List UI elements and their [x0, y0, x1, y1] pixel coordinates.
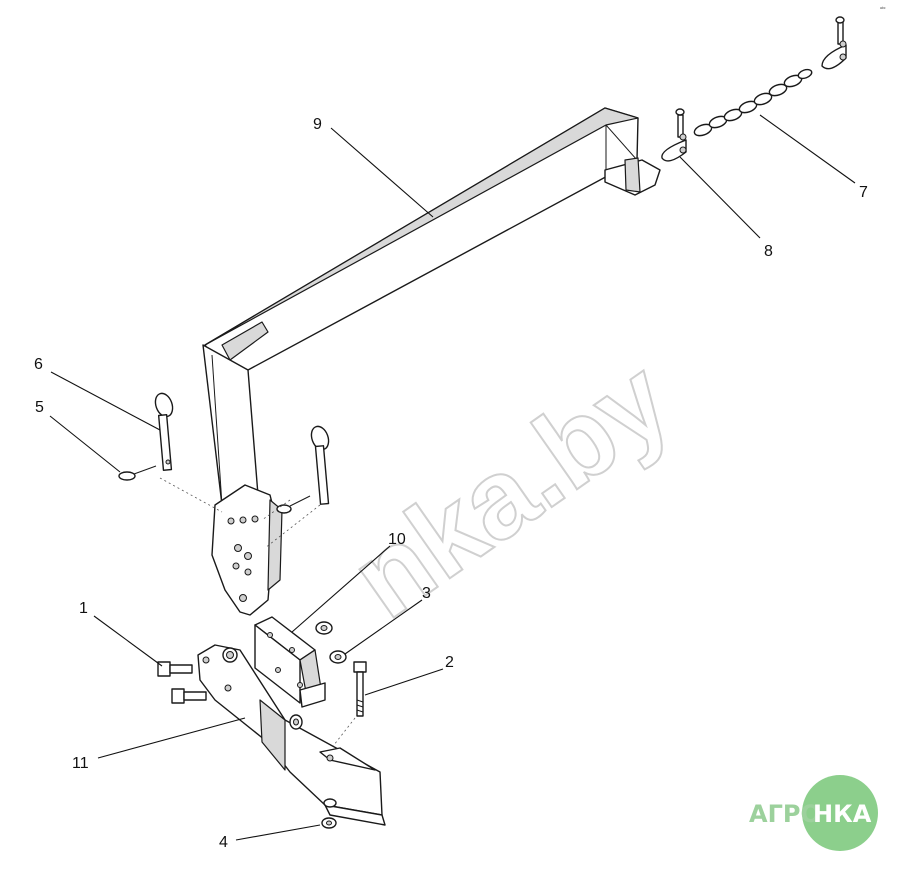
callout-5: 5 — [35, 399, 44, 416]
short-bolt-upper — [157, 661, 193, 677]
nut-bottom — [321, 817, 337, 829]
leader-5 — [49, 415, 121, 473]
logo-text-right: НКА — [813, 800, 872, 828]
leader-10 — [291, 545, 391, 633]
callout-11: 11 — [72, 755, 89, 772]
mounting-block — [254, 616, 326, 708]
leader-8 — [679, 156, 761, 239]
callout-8: 8 — [764, 243, 773, 260]
callout-2: 2 — [445, 654, 454, 671]
logo-text-left: АГРО — [749, 800, 821, 828]
leader-4 — [235, 824, 321, 841]
hitch-beam — [197, 644, 386, 826]
callout-7: 7 — [859, 184, 868, 201]
drawbar-arm — [202, 107, 661, 616]
callout-3: 3 — [422, 585, 431, 602]
hitch-pin-left — [154, 392, 174, 471]
leader-2 — [364, 668, 444, 696]
hitch-pin-right — [310, 425, 330, 505]
short-bolt-lower — [171, 688, 207, 704]
leader-3 — [344, 599, 423, 655]
nut-upper — [315, 621, 333, 635]
lynch-pin-right — [276, 495, 311, 514]
leader-1 — [93, 615, 163, 667]
agronka-logo: АГРО НКА — [749, 775, 878, 851]
callout-9: 9 — [313, 116, 322, 133]
leader-9 — [330, 127, 434, 218]
callout-6: 6 — [34, 356, 43, 373]
clevis — [661, 108, 687, 162]
lynch-pin-left — [118, 465, 157, 481]
leader-7 — [759, 114, 856, 184]
long-bolt — [353, 661, 367, 717]
leader-6 — [50, 371, 161, 431]
watermark-text: nka.by — [329, 336, 691, 642]
callout-4: 4 — [219, 834, 228, 851]
safety-chain — [693, 16, 847, 137]
leader-11 — [97, 717, 246, 759]
corner-mark: ᵃᵇᶜ — [880, 6, 886, 12]
callout-1: 1 — [79, 600, 88, 617]
callout-10: 10 — [388, 531, 406, 548]
nut-lower — [329, 650, 347, 664]
logo-circle-icon — [802, 775, 878, 851]
